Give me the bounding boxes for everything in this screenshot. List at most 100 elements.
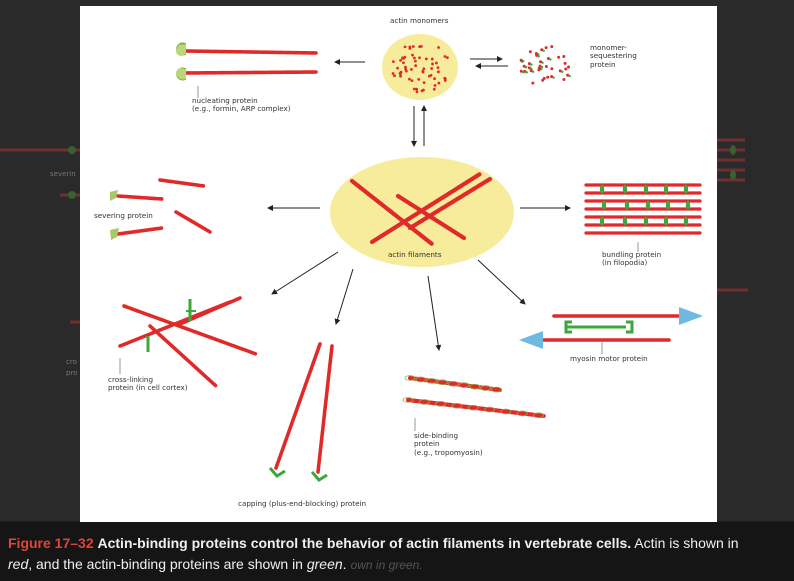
actin-filament [158, 178, 206, 188]
arrow-to-crosslinking [271, 251, 339, 295]
actin-monomer [431, 62, 434, 66]
actin-monomer [403, 45, 407, 49]
myosin-motor [564, 320, 634, 334]
actin-monomer [396, 66, 399, 70]
sequestered-monomer [519, 69, 523, 73]
sequestered-monomer [540, 48, 544, 52]
label-bundling-protein: bundling protein (in filopodia) [602, 250, 662, 268]
sequestered-monomer [528, 50, 532, 54]
actin-monomer [415, 87, 419, 91]
actin-filament [184, 49, 318, 55]
side-binding-protein [500, 408, 512, 415]
severed-filaments [116, 178, 212, 236]
actin-filament [407, 375, 503, 393]
actin-monomer [422, 67, 426, 71]
sequestering-protein [525, 71, 528, 74]
actin-monomer [421, 69, 425, 73]
sequestered-monomer [537, 66, 541, 70]
sequestered-monomer [566, 73, 570, 77]
figure-panel: actin monomers monomer- sequestering pro… [80, 6, 717, 522]
actin-monomer [399, 74, 402, 78]
sequestering-protein [540, 67, 543, 71]
sequestering-protein-cluster [519, 45, 571, 85]
bundling-protein [624, 200, 630, 210]
nucleated-filaments [184, 49, 318, 75]
capping-protein-1 [268, 467, 286, 478]
label-myosin-motor: myosin motor protein [570, 354, 648, 363]
ghost-severing-text: severin [50, 170, 76, 178]
sequestered-monomer [546, 75, 550, 79]
actin-monomer [422, 88, 425, 92]
actin-monomer [414, 64, 418, 68]
bundling-protein [643, 184, 649, 194]
sequestered-monomer [531, 81, 535, 85]
myosin-filaments [540, 314, 682, 342]
actin-monomer [437, 70, 440, 74]
actin-monomer [411, 53, 414, 57]
sequestered-monomer [529, 69, 533, 73]
side-binding-protein [451, 402, 463, 409]
ghost-cross-text: cro [66, 358, 77, 366]
actin-monomer [393, 74, 396, 78]
actin-monomer [435, 61, 438, 65]
actin-monomer [418, 56, 421, 60]
side-binding-protein [436, 379, 448, 386]
label-actin-monomers: actin monomers [390, 16, 449, 25]
caption-text-1: Actin is shown in [634, 535, 739, 551]
caption-headline: Actin-binding proteins control the behav… [97, 535, 632, 551]
actin-monomer [433, 84, 437, 87]
sequestered-monomer [539, 60, 543, 64]
actin-monomer [424, 57, 428, 61]
label-nucleating-protein: nucleating protein (e.g., formin, ARP co… [192, 96, 291, 114]
sequestered-monomer [542, 76, 546, 80]
capped-filaments [274, 342, 334, 474]
actin-monomer [443, 79, 447, 82]
bundling-protein [599, 184, 605, 194]
label-side-binding-protein: side-binding protein (e.g., tropomyosin) [414, 431, 483, 457]
arrow-to-myosin [477, 259, 526, 305]
sequestered-monomer [522, 64, 526, 68]
actin-monomer [436, 66, 440, 70]
sequestered-monomer [550, 67, 554, 71]
sequestering-protein [561, 70, 564, 74]
actin-filament [174, 210, 212, 234]
label-sequestering-protein: monomer- sequestering protein [590, 43, 637, 69]
actin-monomer [391, 60, 395, 64]
bundling-protein [665, 200, 671, 210]
side-binding-protein [435, 401, 447, 407]
actin-monomer [412, 87, 416, 91]
actin-filament [116, 194, 164, 201]
sequestered-monomer [550, 75, 554, 79]
bundling-protein [683, 216, 689, 226]
actin-monomer [408, 45, 412, 49]
actin-monomer [404, 67, 408, 71]
side-binding-protein [426, 378, 438, 384]
caption-text-3: . [342, 556, 347, 572]
bundling-protein [622, 216, 628, 226]
actin-monomer [417, 77, 421, 81]
side-binding-protein [533, 412, 544, 419]
side-binding-protein [404, 375, 416, 381]
sequestered-monomer [527, 62, 531, 66]
sequestered-monomer [557, 55, 561, 59]
bundling-protein [643, 216, 649, 226]
actin-filament [407, 176, 493, 231]
side-bound-filaments [402, 375, 547, 419]
sequestering-protein [530, 63, 533, 66]
actin-monomer [399, 59, 402, 62]
sequestering-protein [568, 74, 571, 78]
actin-monomer [391, 72, 395, 75]
sequestering-protein [549, 58, 552, 61]
severing-protein-2 [110, 228, 119, 240]
side-binding-protein [402, 397, 414, 403]
actin-monomer [401, 56, 404, 60]
actin-monomer [422, 81, 426, 85]
actin-monomer [430, 57, 434, 61]
label-severing-protein: severing protein [94, 211, 153, 220]
actin-monomer [433, 77, 436, 81]
nucleation-group [176, 42, 318, 81]
side-binding-protein [458, 382, 470, 389]
figure-number: Figure 17–32 [8, 535, 94, 551]
caption-green-word: green [306, 556, 343, 572]
sequestered-monomer [564, 67, 568, 71]
